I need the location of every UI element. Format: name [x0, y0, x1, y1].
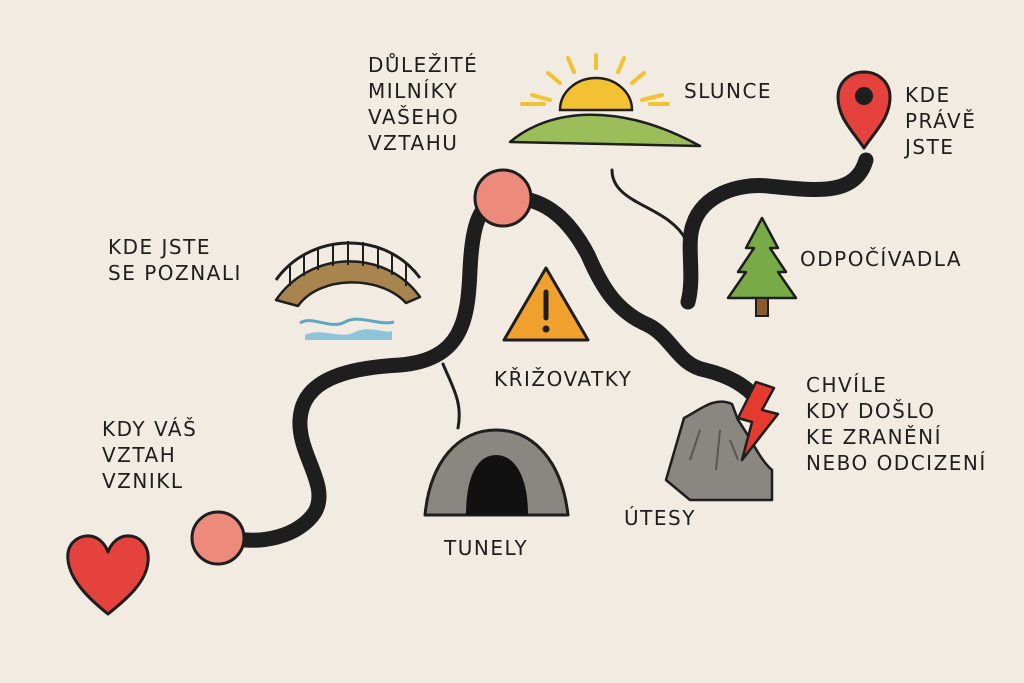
label-origin: KDY VÁŠ VZTAH VZNIKL: [102, 417, 198, 493]
label-tunnels: TUNELY: [444, 536, 529, 560]
bridge-icon: [274, 241, 422, 340]
side-road-to-tunnel: [441, 362, 461, 430]
milestone-dot-start: [190, 510, 246, 566]
label-rest: ODPOČÍVADLA: [800, 247, 963, 271]
label-crossroads: KŘIŽOVATKY: [494, 367, 633, 391]
label-milestones: DŮLEŽITÉ MILNÍKY VAŠEHO VZTAHU: [368, 53, 479, 155]
tunnel-icon: [423, 428, 570, 517]
road-branch-to-pin: [680, 152, 874, 310]
label-met: KDE JSTE SE POZNALI: [108, 235, 242, 285]
milestone-dot-crossroads: [473, 168, 533, 228]
heart-icon: [66, 534, 150, 616]
cliff-icon: [664, 400, 774, 502]
label-hurt: CHVÍLE KDY DOŠLO KE ZRANĚNÍ NEBO ODCIZEN…: [806, 373, 987, 475]
map-pin-icon: [836, 70, 892, 150]
sunrise-icon: [508, 53, 702, 148]
label-here: KDE PRÁVĚ JSTE: [905, 83, 977, 159]
warning-icon: [502, 266, 590, 342]
lightning-icon: [736, 380, 780, 462]
label-cliffs: ÚTESY: [624, 506, 696, 530]
label-sun: SLUNCE: [684, 79, 773, 103]
side-road-from-sun: [610, 168, 688, 242]
main-road: [210, 190, 766, 548]
pine-tree-icon: [726, 216, 798, 317]
